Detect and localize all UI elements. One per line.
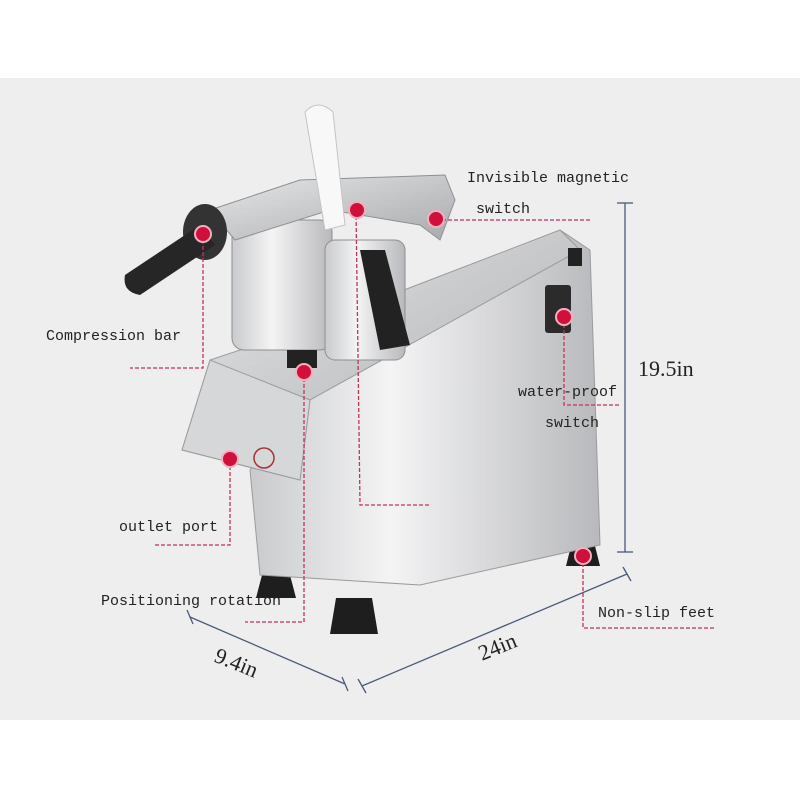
marker-magnetic-switch: [427, 210, 445, 228]
marker-non-slip-feet: [574, 547, 592, 565]
marker-waterproof-switch: [555, 308, 573, 326]
label-magnetic-switch-line1: Invisible magnetic: [467, 170, 630, 187]
hopper: [231, 219, 333, 351]
label-outlet-port: outlet port: [119, 519, 219, 536]
callout-leaders: [130, 209, 716, 629]
marker-positioning-rotation: [295, 363, 313, 381]
label-waterproof-line2: switch: [545, 415, 600, 432]
label-non-slip-feet: Non-slip feet: [598, 605, 716, 622]
callout-markers: [194, 201, 592, 565]
label-positioning-rotation: Positioning rotation: [101, 593, 282, 610]
label-waterproof-line1: water-proof: [518, 384, 618, 401]
pusher: [304, 104, 346, 231]
marker-compression-bar: [194, 225, 212, 243]
dimension-height: 19.5in: [638, 356, 694, 381]
marker-pusher: [348, 201, 366, 219]
handle: [124, 204, 227, 295]
label-compression-bar: Compression bar: [46, 328, 182, 345]
label-magnetic-switch-line2: switch: [476, 201, 531, 218]
dimension-lines: [186, 202, 633, 694]
marker-outlet-port: [221, 450, 239, 468]
